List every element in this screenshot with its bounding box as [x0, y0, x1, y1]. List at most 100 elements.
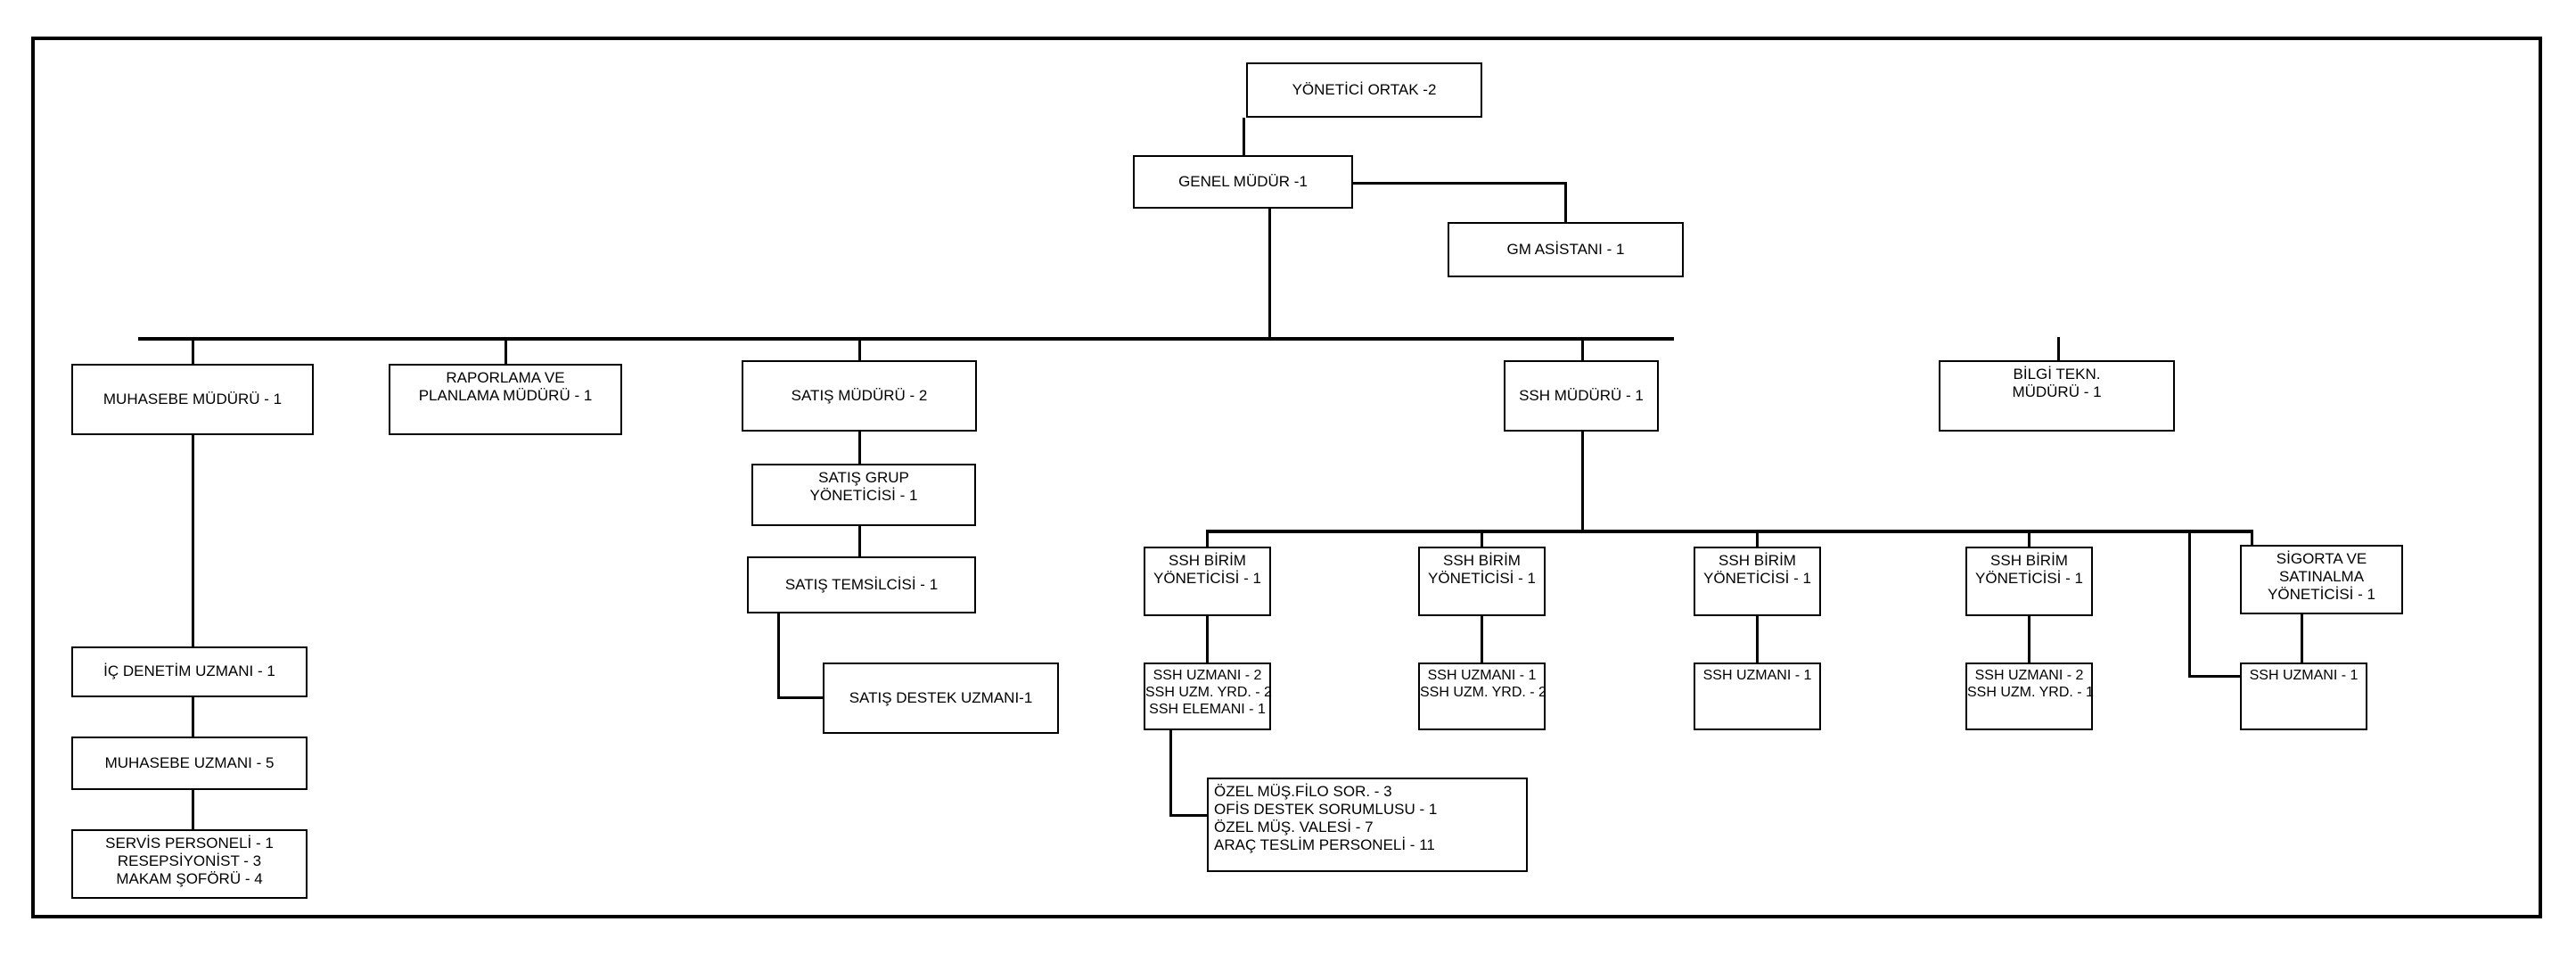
node-label-line: YÖNETİCİSİ - 1	[1153, 570, 1261, 588]
genel-mudur-box[interactable]: GENEL MÜDÜR -1	[1133, 155, 1353, 209]
node-label-line: SSH BİRİM	[1990, 552, 2068, 569]
node-label-line: SSH UZMANI - 1	[1702, 668, 1812, 683]
conn-gm-asistani-drop	[1564, 182, 1567, 224]
conn-bus-to-satis	[858, 337, 861, 362]
node-label-line: MÜDÜRÜ - 1	[2012, 383, 2102, 401]
conn-birim1-to-uzmani	[1206, 616, 1209, 664]
muhasebe-muduru-box[interactable]: MUHASEBE MÜDÜRÜ - 1	[71, 364, 314, 435]
conn-icdenetim-to-muhuzmani	[192, 697, 194, 737]
node-label: GM ASİSTANI - 1	[1449, 241, 1682, 259]
muhasebe-uzmani-box[interactable]: MUHASEBE UZMANI - 5	[71, 737, 308, 790]
conn-birim3-to-uzmani	[1756, 616, 1759, 664]
node-label: SATIŞ MÜDÜRÜ - 2	[743, 387, 975, 405]
conn-bus-to-ssh	[1581, 337, 1584, 362]
satis-destek-uzmani-box[interactable]: SATIŞ DESTEK UZMANI-1	[823, 663, 1059, 734]
satis-temsilcisi-box[interactable]: SATIŞ TEMSİLCİSİ - 1	[747, 556, 976, 613]
node-label-line: SSH UZM. YRD. - 2	[1145, 684, 1272, 700]
node-label-line: ÖZEL MÜŞ.FİLO SOR. - 3	[1214, 783, 1392, 800]
ssh-muduru-box[interactable]: SSH MÜDÜRÜ - 1	[1504, 360, 1659, 432]
conn-temsilci-elbow-v	[777, 613, 780, 699]
node-label: SSH MÜDÜRÜ - 1	[1505, 387, 1657, 405]
node-label: GENEL MÜDÜR -1	[1135, 173, 1351, 191]
node-label-line: SSH UZMANI - 2	[1974, 668, 2084, 683]
conn-tier2-bus	[138, 337, 1674, 341]
satis-muduru-box[interactable]: SATIŞ MÜDÜRÜ - 2	[742, 360, 977, 432]
node-label-line: YÖNETİCİSİ - 1	[1428, 570, 1536, 588]
yonetici-ortak-box[interactable]: YÖNETİCİ ORTAK -2	[1246, 62, 1482, 118]
node-label-line: SSH BİRİM	[1443, 552, 1521, 569]
conn-genel-mudur-down	[1268, 209, 1271, 339]
conn-sshbus-to-sigorta-v	[2251, 530, 2253, 547]
node-label-line: YÖNETİCİSİ - 1	[2268, 586, 2375, 604]
conn-bus-to-bilgitekn	[2057, 337, 2060, 362]
node-label: YÖNETİCİ ORTAK -2	[1248, 81, 1481, 99]
node-label-line: SSH UZM. YRD. - 1	[1967, 684, 2094, 700]
node-label: SSH UZMANI - 1	[2242, 664, 2366, 685]
conn-sshbus-drop-branch	[2188, 530, 2191, 678]
node-label-line: YÖNETİCİSİ - 1	[1975, 570, 2083, 588]
node-label-line: SSH ELEMANI - 1	[1149, 701, 1266, 717]
node-label-line: PLANLAMA MÜDÜRÜ - 1	[418, 387, 593, 405]
node-label-line: SATIŞ TEMSİLCİSİ - 1	[784, 575, 939, 593]
conn-temsilci-elbow-h	[777, 696, 825, 699]
node-label-line: GENEL MÜDÜR -1	[1178, 172, 1308, 190]
ssh-uzmani-box-5[interactable]: SSH UZMANI - 1	[2240, 663, 2367, 730]
conn-birim2-to-uzmani	[1481, 616, 1483, 664]
node-label-line: YÖNETİCİSİ - 1	[809, 487, 918, 505]
conn-muhasebe-to-icdenetim	[192, 435, 194, 647]
node-label: SATIŞ TEMSİLCİSİ - 1	[749, 576, 974, 594]
node-label-line: SSH BİRİM	[1169, 552, 1246, 569]
node-label: MUHASEBE MÜDÜRÜ - 1	[73, 391, 312, 408]
node-label-line: SATIŞ MÜDÜRÜ - 2	[791, 386, 928, 404]
conn-uzmani1-elbow-v	[1169, 730, 1172, 817]
bilgi-teknolojileri-muduru-box[interactable]: BİLGİ TEKN.MÜDÜRÜ - 1	[1939, 360, 2175, 432]
node-label-line: MAKAM ŞOFÖRÜ - 4	[116, 870, 263, 888]
ssh-uzmani-box-3[interactable]: SSH UZMANI - 1	[1694, 663, 1821, 730]
node-label-line: SSH UZMANI - 1	[1427, 668, 1537, 683]
conn-sshbus-to-birim4	[2028, 530, 2030, 549]
node-label: MUHASEBE UZMANI - 5	[73, 754, 306, 772]
node-label-line: SSH UZMANI - 1	[2249, 668, 2359, 683]
node-label-line: RESEPSİYONİST - 3	[117, 852, 262, 870]
node-label-line: SATINALMA	[2278, 568, 2365, 586]
chart-outer-frame	[31, 37, 2542, 918]
node-label-line: YÖNETİCİSİ - 1	[1703, 570, 1811, 588]
conn-yonetici-to-genel-mudur-v	[1243, 118, 1245, 155]
conn-satis-to-grup	[858, 432, 861, 465]
node-label-line: OFİS DESTEK SORUMLUSU - 1	[1214, 801, 1438, 819]
conn-grup-to-temsilci	[858, 526, 861, 557]
node-label-line: SSH UZMANI - 2	[1153, 668, 1262, 683]
node-label-line: SERVİS PERSONELİ - 1	[105, 835, 274, 852]
node-label: SSH UZMANI - 1	[1695, 664, 1819, 685]
node-label-line: İÇ DENETİM UZMANI - 1	[103, 663, 275, 680]
node-label-line: MUHASEBE UZMANI - 5	[104, 753, 275, 771]
node-label: İÇ DENETİM UZMANI - 1	[73, 663, 306, 680]
conn-sigorta-to-uzmani5	[2301, 614, 2303, 664]
conn-sshbus-to-birim1	[1206, 530, 1209, 549]
ic-denetim-uzmani-box[interactable]: İÇ DENETİM UZMANI - 1	[71, 646, 308, 697]
gm-asistani-box[interactable]: GM ASİSTANI - 1	[1448, 222, 1684, 277]
conn-ssh-to-bus-v	[1581, 432, 1584, 531]
conn-uzmani1-elbow-h	[1169, 814, 1210, 817]
